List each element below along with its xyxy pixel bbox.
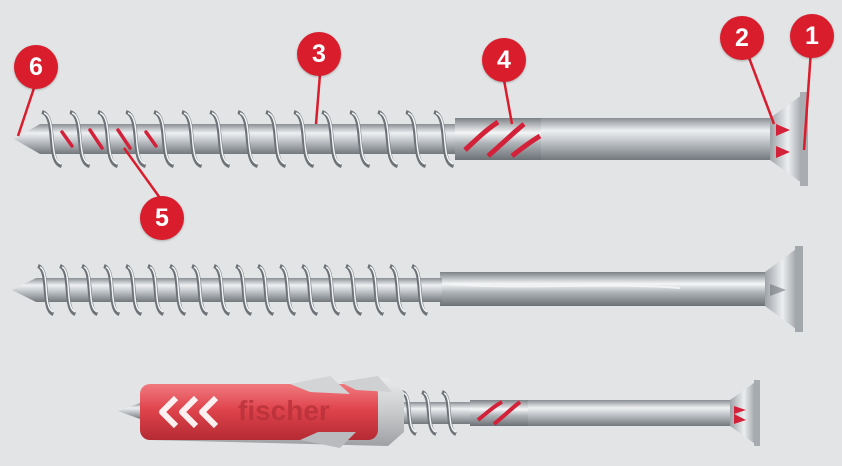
callout-4: 4	[482, 38, 526, 82]
thread-highlight	[351, 112, 370, 165]
thread-highlight	[391, 266, 406, 313]
screw-tip	[14, 124, 40, 154]
annotated-screw	[14, 92, 808, 186]
thread-highlight	[155, 112, 174, 165]
thread-highlight	[323, 112, 342, 165]
callout-1: 1	[790, 14, 834, 58]
thread-highlight	[171, 266, 186, 313]
screw-shank	[440, 272, 770, 306]
tip-cutting-grooves	[60, 128, 158, 150]
thread-highlight	[281, 266, 296, 313]
thread-highlight	[193, 266, 208, 313]
milling-ribs	[470, 400, 528, 426]
thread-highlight	[61, 266, 76, 313]
screw-tip	[12, 278, 36, 302]
thread-highlight	[43, 112, 62, 165]
thread-highlight	[267, 112, 286, 165]
thread-highlight	[149, 266, 164, 313]
screw-tip	[118, 403, 140, 419]
wall-plug-red-body	[140, 384, 378, 440]
thread-highlight	[403, 392, 417, 433]
milling-ribs	[455, 118, 542, 160]
thread-highlight	[259, 266, 274, 313]
thread-highlight	[443, 392, 457, 433]
thread-highlight	[83, 266, 98, 313]
thread-highlight	[379, 112, 398, 165]
thread-highlight	[183, 112, 202, 165]
thread-highlight	[237, 266, 252, 313]
thread-highlight	[413, 266, 428, 313]
thread-highlight	[347, 266, 362, 313]
plain-screw	[12, 246, 803, 332]
thread-highlight	[325, 266, 340, 313]
thread-highlight	[423, 392, 437, 433]
callout-5: 5	[140, 196, 184, 240]
thread-highlight	[127, 266, 142, 313]
callout-2: 2	[720, 16, 764, 60]
screw-with-wall-plug: fischer	[118, 376, 760, 448]
thread-highlight	[211, 112, 230, 165]
thread-highlight	[127, 112, 146, 165]
thread-highlight	[71, 112, 90, 165]
thread-highlight	[369, 266, 384, 313]
thread-highlight	[303, 266, 318, 313]
thread-highlight	[99, 112, 118, 165]
thread-highlight	[39, 266, 54, 313]
callout-3: 3	[297, 32, 341, 76]
thread-highlight	[407, 112, 426, 165]
thread-highlight	[295, 112, 314, 165]
screw-head	[770, 92, 806, 186]
plug-brand-logo: fischer	[238, 395, 330, 426]
thread-highlight	[105, 266, 120, 313]
thread-highlight	[215, 266, 230, 313]
screw-threads	[36, 264, 429, 316]
screw-threads	[40, 110, 455, 168]
callout-6: 6	[14, 45, 58, 89]
screw-head	[730, 380, 758, 446]
callout-leader-lines	[16, 49, 813, 199]
thread-highlight	[435, 112, 454, 165]
plug-chevrons	[159, 395, 219, 429]
thread-highlight	[239, 112, 258, 165]
screw-thread-core	[36, 278, 442, 302]
